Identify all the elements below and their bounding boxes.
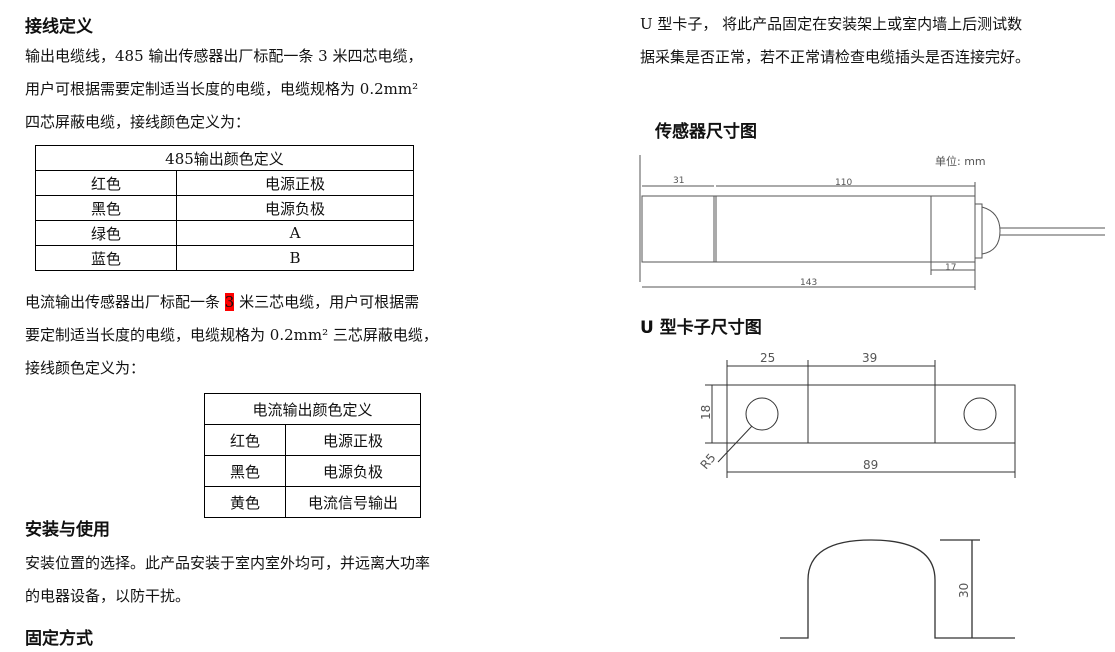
text-line: 接线颜色定义为：	[25, 359, 146, 377]
sensor-drawing	[639, 155, 1105, 290]
wiring-paragraph: 输出电缆线，485 输出传感器出厂标配一条 3 米四芯电缆， 用户可根据需要定制…	[25, 40, 422, 139]
section-heading-wiring: 接线定义	[25, 17, 93, 37]
dim-39: 39	[862, 351, 877, 365]
text: 电流输出传感器出厂标配一条	[25, 293, 225, 311]
dim-110: 110	[835, 178, 852, 188]
dim-30: 30	[957, 583, 971, 598]
dim-25: 25	[760, 351, 775, 365]
text-line: 要定制适当长度的电缆，电缆规格为 0.2mm² 三芯屏蔽电缆，	[25, 326, 438, 344]
dim-143: 143	[800, 278, 817, 288]
cell: 绿色	[35, 220, 177, 246]
cell: 蓝色	[35, 245, 177, 271]
cell: 电流信号输出	[285, 486, 421, 518]
dim-18: 18	[699, 405, 713, 420]
text-line: U 型卡子， 将此产品固定在安装架上或室内墙上后测试数	[640, 15, 1023, 33]
text: 米三芯电缆，用户可根据需	[234, 293, 420, 311]
unit-label: 单位: mm	[935, 154, 986, 168]
text-line: 用户可根据需要定制适当长度的电缆，电缆规格为 0.2mm²	[25, 80, 419, 98]
cell: 黑色	[35, 195, 177, 221]
text-line: 电流输出传感器出厂标配一条 3 米三芯电缆，用户可根据需	[25, 286, 438, 319]
dim-89: 89	[863, 458, 878, 472]
table-title: 485输出颜色定义	[35, 145, 414, 171]
cell: 电源正极	[176, 170, 414, 196]
table-row: 红色电源正极	[204, 424, 421, 456]
highlighted-text: 3	[224, 293, 235, 311]
table-row: 黑色电源负极	[35, 195, 414, 221]
bracket-top-view	[705, 360, 1016, 478]
cell: 黄色	[204, 486, 286, 518]
dim-17: 17	[945, 263, 956, 273]
text-line: 输出电缆线，485 输出传感器出厂标配一条 3 米四芯电缆，	[25, 47, 423, 65]
current-output-paragraph: 电流输出传感器出厂标配一条 3 米三芯电缆，用户可根据需 要定制适当长度的电缆，…	[25, 286, 438, 385]
text-line: 的电器设备，以防干扰。	[25, 587, 191, 605]
table-title: 电流输出颜色定义	[204, 393, 421, 425]
text-line: 据采集是否正常，若不正常请检查电缆插头是否连接完好。	[640, 48, 1031, 66]
cell: A	[176, 220, 414, 246]
dim-r5: R5	[698, 451, 719, 472]
table-row: 黄色电流信号输出	[204, 486, 421, 518]
section-heading-install: 安装与使用	[25, 520, 110, 540]
table-current-colors: 电流输出颜色定义 红色电源正极 黑色电源负极 黄色电流信号输出	[204, 393, 421, 518]
install-paragraph: 安装位置的选择。此产品安装于室内室外均可，并远离大功率 的电器设备，以防干扰。	[25, 547, 430, 613]
cell: B	[176, 245, 414, 271]
text-line: 四芯屏蔽电缆，接线颜色定义为：	[25, 113, 251, 131]
dim-31: 31	[673, 176, 684, 186]
bracket-paragraph: U 型卡子， 将此产品固定在安装架上或室内墙上后测试数 据采集是否正常，若不正常…	[640, 8, 1030, 74]
cell: 电源正极	[285, 424, 421, 456]
bracket-side-view	[780, 539, 1015, 639]
cell: 电源负极	[176, 195, 414, 221]
section-heading-sensor-size: 传感器尺寸图	[655, 122, 757, 142]
text-line: 安装位置的选择。此产品安装于室内室外均可，并远离大功率	[25, 554, 431, 572]
section-heading-mounting: 固定方式	[25, 629, 93, 649]
cell: 电源负极	[285, 455, 421, 487]
section-heading-bracket-size: U 型卡子尺寸图	[640, 318, 762, 338]
